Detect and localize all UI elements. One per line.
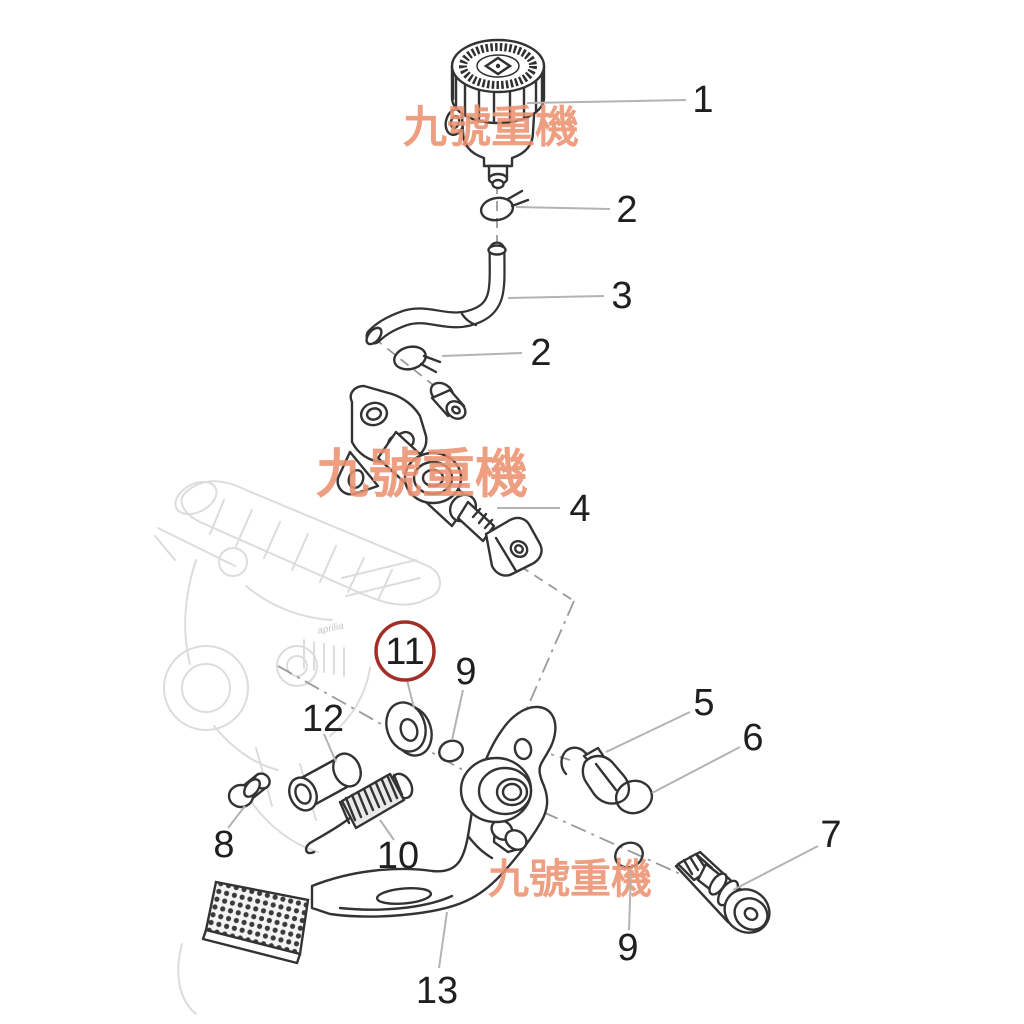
callout-11-number: 11 (385, 631, 424, 673)
watermark-layer: 九號重機 九號重機 九號重機 (316, 103, 652, 902)
spring-coil (338, 772, 406, 830)
callout-11-circled: 11 (374, 620, 436, 709)
callout-5: 5 (605, 682, 715, 753)
callout-2-lower: 2 (441, 332, 552, 374)
callout-5-number: 5 (693, 682, 714, 724)
callout-1: 1 (526, 79, 714, 121)
callout-4-number: 4 (569, 488, 590, 530)
callout-13: 13 (416, 911, 458, 1012)
callout-1-number: 1 (692, 79, 713, 121)
part-fluid-reservoir (444, 38, 546, 190)
callout-layer: 1 2 3 2 4 11 9 12 (213, 79, 841, 1012)
callout-10-number: 10 (377, 835, 419, 877)
callout-2-upper: 2 (515, 189, 638, 231)
callout-9-lower-number: 9 (617, 927, 638, 969)
part-hose-clamp-upper (479, 189, 530, 222)
callout-6-number: 6 (742, 717, 763, 759)
part-washer-9-upper (438, 739, 464, 763)
watermark-top: 九號重機 (403, 103, 579, 152)
part-washer-11 (385, 701, 433, 757)
callout-8: 8 (213, 805, 246, 866)
callout-12-number: 12 (302, 698, 344, 740)
callout-7-number: 7 (820, 814, 841, 856)
part-master-cylinder (336, 381, 543, 577)
callout-7: 7 (732, 814, 842, 891)
part-spacer-sleeve (288, 752, 362, 812)
part-stop-pin (227, 772, 271, 809)
part-brake-pedal (201, 705, 557, 965)
part-clevis-pin (560, 746, 631, 805)
callout-11-highlight-circle (374, 620, 436, 682)
callout-10: 10 (377, 819, 419, 877)
background-brand-text: aprilia (316, 621, 345, 637)
part-return-spring (304, 772, 414, 855)
callout-12: 12 (302, 698, 344, 763)
callout-3-number: 3 (611, 275, 632, 317)
part-washer-9-lower (614, 841, 644, 869)
watermark-bottom: 九號重機 (488, 856, 652, 902)
part-seal-ring (614, 779, 654, 815)
watermark-middle: 九號重機 (316, 445, 528, 504)
callout-9-upper: 9 (451, 651, 477, 741)
callout-4: 4 (497, 488, 591, 530)
callout-3: 3 (507, 275, 633, 317)
callout-8-number: 8 (213, 824, 234, 866)
callout-2-lower-number: 2 (530, 332, 551, 374)
part-hose-clamp-lower (393, 345, 442, 374)
callout-9-upper-number: 9 (455, 651, 476, 693)
callout-13-number: 13 (416, 970, 458, 1012)
part-pivot-bolt (674, 850, 771, 934)
callout-2-upper-number: 2 (616, 189, 637, 231)
pedal-rubber-pad (201, 880, 310, 965)
callout-6: 6 (651, 717, 764, 794)
part-fluid-hose (365, 241, 507, 346)
callout-9-lower: 9 (617, 871, 639, 969)
centerline-pushrod (519, 565, 575, 602)
background-footrest-bracket: aprilia (154, 480, 441, 1015)
